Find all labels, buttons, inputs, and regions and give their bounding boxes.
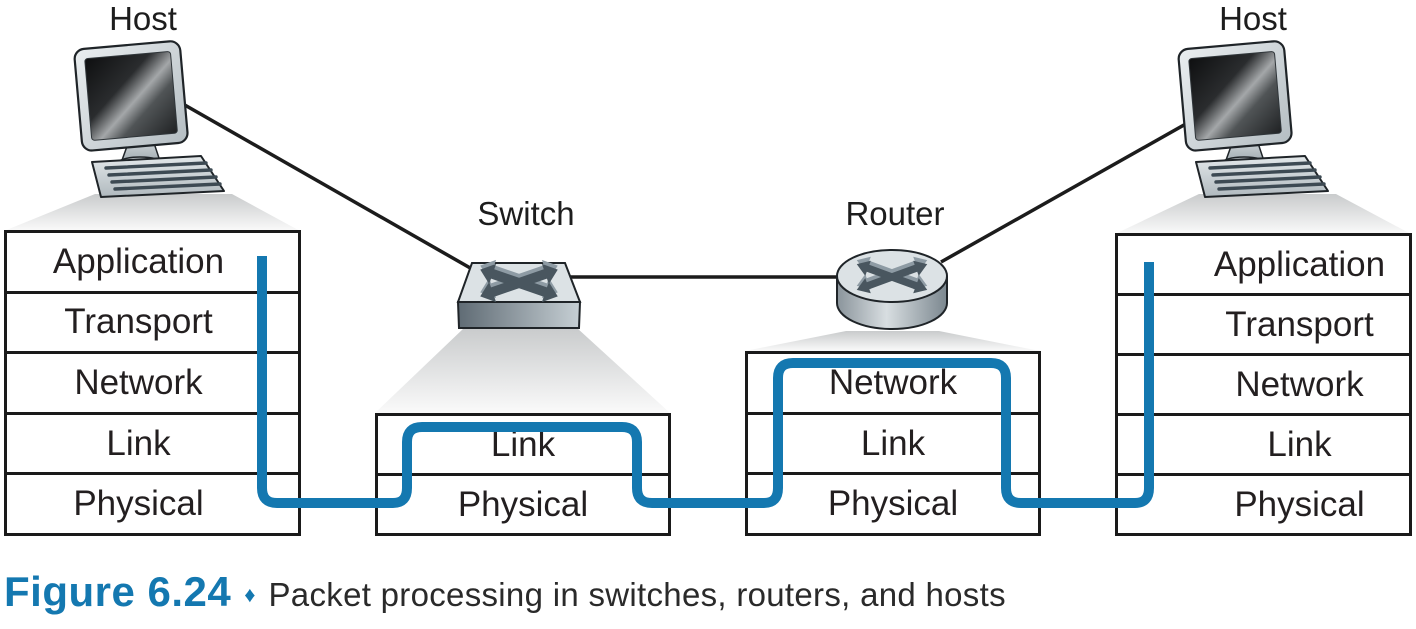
label-switch: Switch — [477, 195, 575, 232]
layer-label: Link — [860, 423, 926, 463]
layer-row-application: Application — [1118, 236, 1409, 293]
funnel-switch — [375, 328, 670, 413]
router-icon — [836, 249, 948, 330]
layer-row-network: Network — [1118, 353, 1409, 413]
monitor-bezel — [73, 40, 189, 152]
caption-diamond-icon: ♦ — [244, 582, 256, 607]
switch-icon — [456, 259, 582, 329]
layer-row-application: Application — [7, 233, 298, 291]
label-host-right: Host — [1219, 0, 1287, 37]
stack-host-right: Application Transport Network Link Physi… — [1115, 233, 1412, 536]
funnel-router — [745, 331, 1040, 351]
funnel-host-right — [1115, 194, 1411, 234]
layer-row-link: Link — [748, 411, 1038, 473]
layer-row-transport: Transport — [7, 290, 298, 352]
layer-label: Physical — [827, 484, 959, 524]
layer-row-physical: Physical — [1118, 473, 1409, 533]
layer-label: Application — [1213, 244, 1386, 284]
stack-router: Network Link Physical — [745, 351, 1041, 536]
layer-row-link: Link — [1118, 413, 1409, 473]
layer-label: Link — [490, 424, 556, 464]
layer-row-physical: Physical — [7, 472, 298, 533]
monitor-stand — [119, 136, 162, 164]
layer-row-link: Link — [7, 411, 298, 473]
stack-switch: Link Physical — [375, 413, 671, 536]
layer-label: Network — [828, 362, 958, 402]
layer-label: Transport — [64, 302, 213, 342]
layer-label: Physical — [457, 484, 589, 524]
funnel-host-left — [4, 194, 300, 231]
keyboard — [91, 155, 225, 198]
layer-row-network: Network — [748, 354, 1038, 412]
host-monitor-icon-right — [1176, 38, 1330, 199]
router-arrows-highlight — [856, 256, 928, 290]
layer-label: Link — [106, 423, 171, 463]
layer-label: Link — [1267, 424, 1332, 464]
monitor-stand-base — [116, 156, 164, 172]
switch-arrows-highlight — [480, 259, 558, 299]
layer-label: Transport — [1225, 304, 1374, 344]
layer-row-transport: Transport — [1118, 293, 1409, 353]
keyboard-keys — [104, 161, 222, 191]
switch-arrows — [480, 263, 558, 303]
caption-text: Packet processing in switches, routers, … — [268, 576, 1006, 613]
label-host-left: Host — [109, 0, 177, 37]
label-router: Router — [845, 195, 945, 232]
figure-caption: Figure 6.24 ♦ Packet processing in switc… — [4, 568, 1006, 616]
layer-row-network: Network — [7, 351, 298, 412]
router-arrows — [856, 260, 928, 294]
layer-label: Network — [74, 362, 203, 402]
layer-row-link: Link — [378, 416, 668, 473]
layer-label: Physical — [73, 484, 204, 524]
layer-row-physical: Physical — [378, 473, 668, 533]
host-monitor-icon — [73, 40, 225, 198]
layer-label: Application — [52, 241, 225, 281]
layer-row-physical: Physical — [748, 472, 1038, 533]
layer-label: Network — [1235, 364, 1364, 404]
caption-label: Figure 6.24 — [4, 568, 232, 615]
layer-label: Physical — [1234, 484, 1365, 524]
stack-host-left: Application Transport Network Link Physi… — [4, 230, 301, 536]
